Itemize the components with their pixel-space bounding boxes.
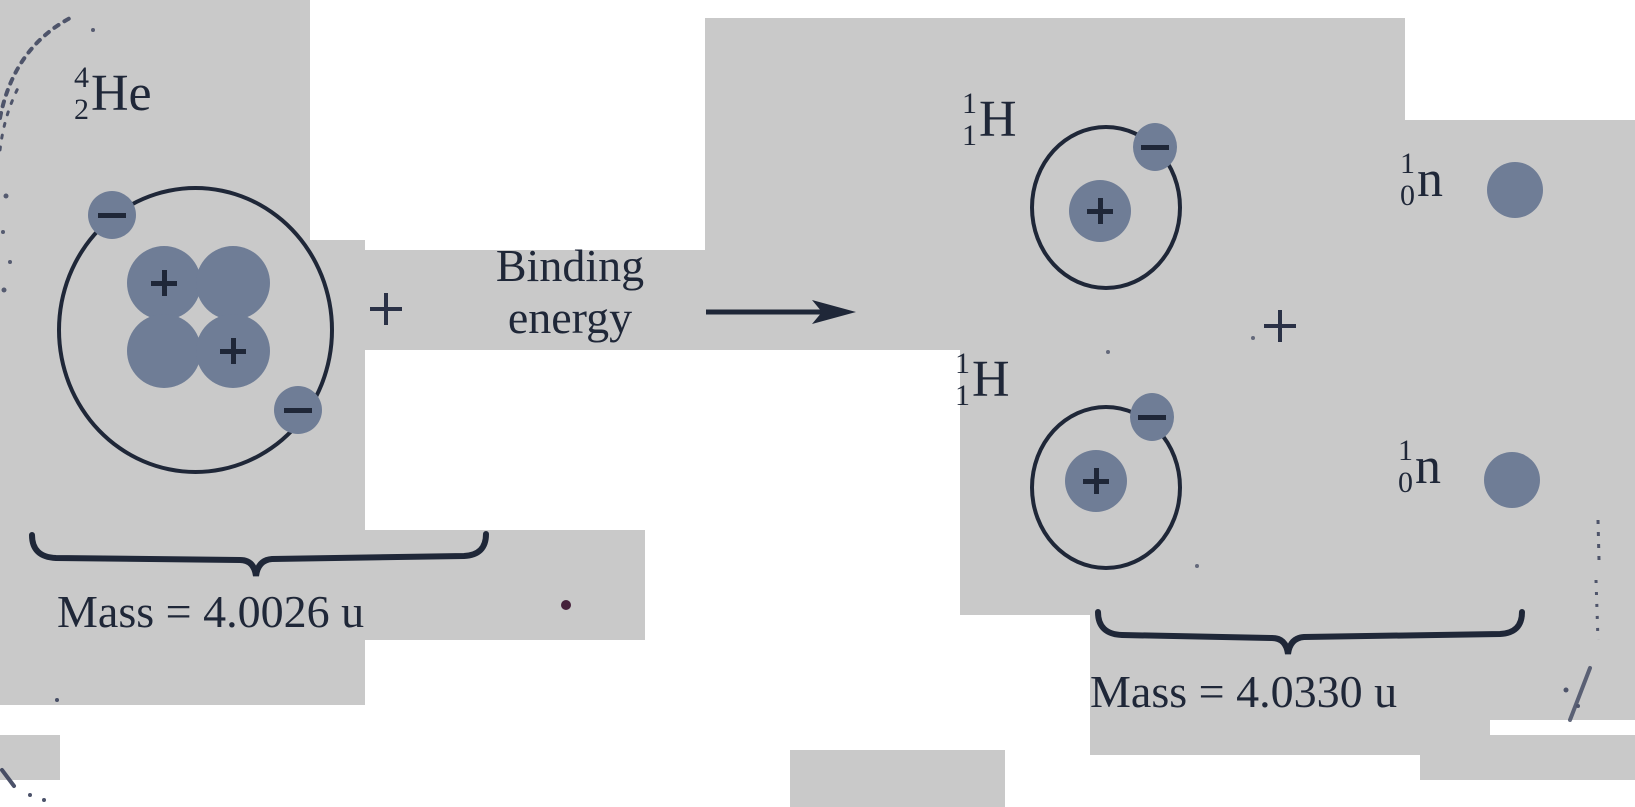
mass-number: 1	[955, 347, 970, 380]
free-neutron	[1487, 162, 1543, 218]
nucleon-proton	[196, 314, 270, 388]
mass-number: 1	[962, 87, 977, 120]
mass-label-left: Mass = 4.0026 u	[57, 586, 365, 637]
paper-patch	[790, 750, 1005, 807]
paper-patch	[0, 735, 60, 780]
atomic-number: 0	[1398, 465, 1413, 499]
binding-energy-label: Binding energy	[470, 240, 670, 343]
nucleon-proton	[127, 246, 201, 320]
minus-icon	[1138, 414, 1166, 420]
nucleon-neutron	[127, 314, 201, 388]
nuclide-label-neutron-top: 1 0 n	[1400, 148, 1443, 211]
atomic-number: 2	[74, 92, 89, 126]
binding-energy-line1: Binding	[495, 240, 645, 291]
element-symbol: n	[1415, 437, 1441, 495]
element-symbol: He	[91, 64, 152, 122]
atomic-number: 1	[962, 118, 977, 152]
binding-energy-line2: energy	[507, 291, 633, 343]
plus-icon	[161, 270, 167, 296]
electron-orbit-helium	[57, 186, 334, 474]
nucleon-proton	[1065, 450, 1127, 512]
paper-patch	[355, 250, 705, 350]
paper-patch	[1405, 120, 1635, 350]
atomic-number: 1	[955, 378, 970, 412]
plus-icon	[1093, 468, 1099, 494]
nuclide-label-neutron-bottom: 1 0 n	[1398, 435, 1441, 498]
nuclide-label-helium: 4 2 He	[74, 62, 152, 125]
plus-icon	[1097, 198, 1103, 224]
minus-icon	[98, 212, 126, 218]
cropped-edge-text	[30, 0, 38, 16]
element-symbol: n	[1417, 150, 1443, 208]
electron-orbit-hydrogen-top	[1030, 125, 1182, 290]
electron-orbit-hydrogen-bottom	[1030, 405, 1182, 570]
electron	[88, 191, 136, 239]
electron	[1133, 123, 1177, 171]
paper-patch	[1420, 735, 1635, 780]
plus-icon	[230, 338, 236, 364]
element-symbol: H	[979, 90, 1017, 148]
paper-patch	[960, 18, 1405, 350]
operator-plus-left	[370, 293, 402, 325]
nucleon-neutron	[196, 246, 270, 320]
mass-number: 1	[1398, 434, 1413, 467]
mass-label-right: Mass = 4.0330 u	[1090, 666, 1398, 717]
minus-icon	[1141, 144, 1169, 150]
electron	[274, 386, 322, 434]
nuclide-label-hydrogen-top: 1 1 H	[962, 88, 1017, 151]
nucleon-proton	[1069, 180, 1131, 242]
element-symbol: H	[972, 350, 1010, 408]
electron	[1130, 393, 1174, 441]
minus-icon	[284, 407, 312, 413]
free-neutron	[1484, 452, 1540, 508]
mass-number: 1	[1400, 147, 1415, 180]
nuclide-label-hydrogen-bottom: 1 1 H	[955, 348, 1010, 411]
operator-plus-middle	[1264, 310, 1296, 342]
mass-number: 4	[74, 61, 89, 94]
atomic-number: 0	[1400, 178, 1415, 212]
